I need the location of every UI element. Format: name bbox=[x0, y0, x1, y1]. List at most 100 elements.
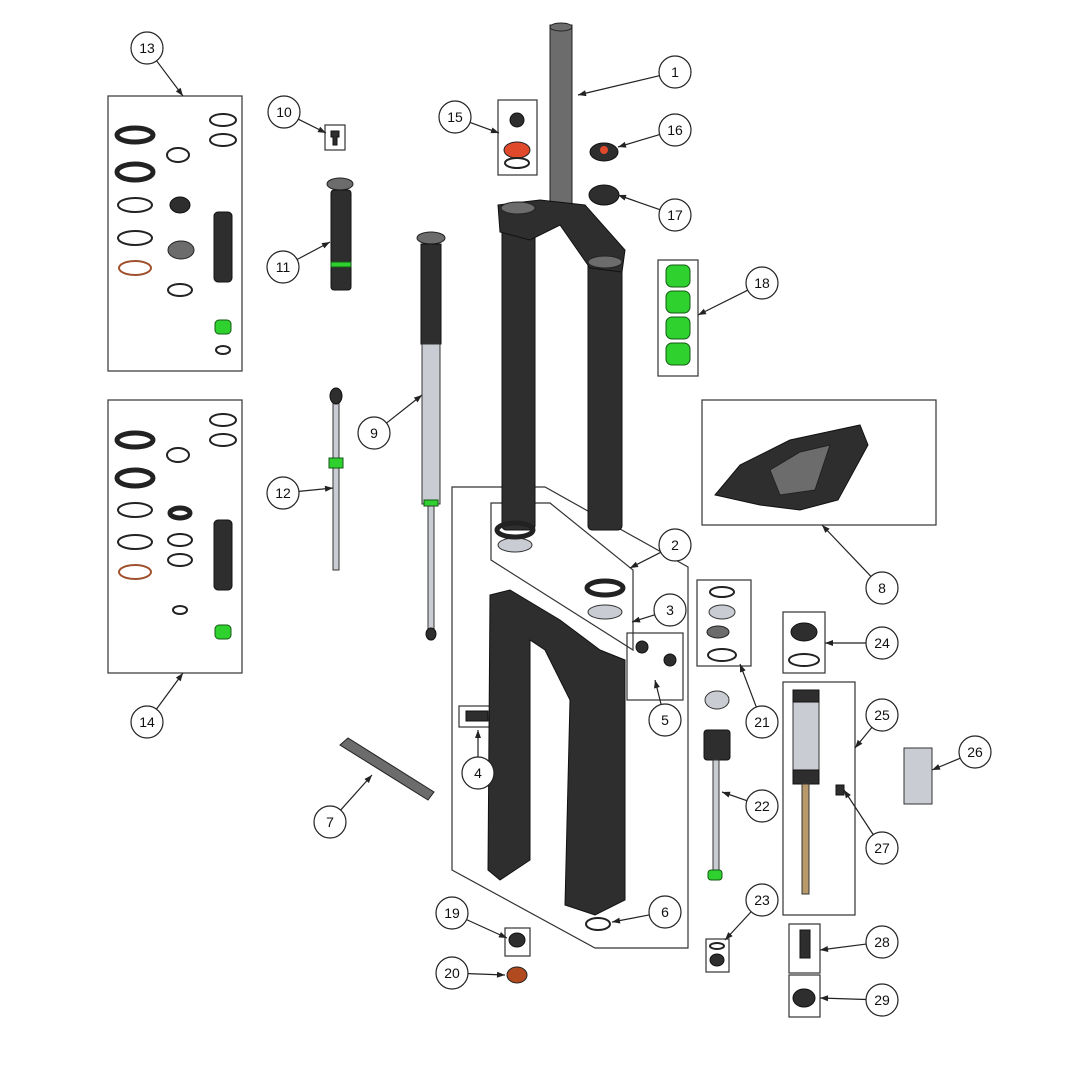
callout-circle bbox=[130, 705, 164, 739]
arrowhead-icon bbox=[413, 395, 422, 403]
box-10 bbox=[324, 124, 346, 151]
box-24 bbox=[782, 611, 826, 674]
leader-lines bbox=[155, 60, 961, 1002]
callout-circle bbox=[745, 789, 779, 823]
callout-23: 23 bbox=[745, 883, 779, 917]
box-25 bbox=[782, 681, 856, 916]
callout-5: 5 bbox=[648, 703, 682, 737]
callout-6: 6 bbox=[648, 895, 682, 929]
callout-label: 26 bbox=[967, 744, 983, 760]
callout-label: 7 bbox=[326, 814, 334, 830]
part-8-fender bbox=[714, 424, 869, 511]
box-29 bbox=[788, 974, 821, 1018]
callout-label: 8 bbox=[878, 580, 886, 596]
part-11-damper-cartridge bbox=[326, 177, 354, 291]
callout-circle bbox=[958, 735, 992, 769]
part-16-adjuster-knob bbox=[589, 142, 619, 162]
box-2-lower-legs bbox=[451, 486, 689, 949]
callout-circle bbox=[865, 831, 899, 865]
part-17-cap bbox=[588, 184, 620, 206]
leader-line-8 bbox=[821, 524, 872, 577]
callout-label: 11 bbox=[276, 259, 291, 275]
callout-label: 22 bbox=[754, 798, 770, 814]
callout-circle bbox=[438, 100, 472, 134]
callout-15: 15 bbox=[438, 100, 472, 134]
callout-label: 20 bbox=[444, 965, 460, 981]
arrowhead-icon bbox=[618, 141, 627, 148]
arrowhead-icon bbox=[630, 561, 639, 568]
part-1-steerer-crown-stanchions bbox=[497, 22, 626, 531]
callout-circle bbox=[435, 956, 469, 990]
box-15 bbox=[497, 99, 538, 176]
callout-circle bbox=[865, 571, 899, 605]
callout-27: 27 bbox=[865, 831, 899, 865]
callout-circle bbox=[865, 925, 899, 959]
part-10-screw bbox=[330, 130, 340, 146]
arrowhead-icon bbox=[822, 525, 830, 533]
callout-1: 1 bbox=[658, 55, 692, 89]
callout-label: 19 bbox=[444, 905, 460, 921]
callout-25: 25 bbox=[865, 698, 899, 732]
callout-24: 24 bbox=[865, 626, 899, 660]
callout-circle bbox=[653, 593, 687, 627]
arrowhead-icon bbox=[740, 664, 746, 673]
callout-circle bbox=[357, 416, 391, 450]
callout-12: 12 bbox=[266, 476, 300, 510]
box-19 bbox=[504, 927, 531, 957]
arrowhead-icon bbox=[844, 790, 851, 799]
arrowhead-icon bbox=[498, 931, 507, 938]
callout-11: 11 bbox=[266, 250, 300, 284]
arrowhead-icon bbox=[475, 730, 481, 738]
arrowhead-icon bbox=[175, 673, 183, 682]
callout-circle bbox=[130, 31, 164, 65]
box-21 bbox=[696, 579, 752, 667]
box-5 bbox=[626, 632, 684, 701]
leader-line-27 bbox=[843, 789, 874, 835]
callout-18: 18 bbox=[745, 266, 779, 300]
callout-26: 26 bbox=[958, 735, 992, 769]
callout-circle bbox=[435, 896, 469, 930]
arrowhead-icon bbox=[618, 194, 627, 201]
arrowhead-icon bbox=[654, 680, 660, 689]
arrowhead-icon bbox=[820, 946, 829, 952]
callout-label: 18 bbox=[754, 275, 770, 291]
callout-circle bbox=[648, 895, 682, 929]
arrowhead-icon bbox=[855, 739, 863, 748]
callout-21: 21 bbox=[745, 705, 779, 739]
arrowhead-icon bbox=[825, 640, 833, 646]
leader-line-1 bbox=[577, 75, 660, 96]
leader-line-18 bbox=[697, 289, 748, 316]
callout-circle bbox=[658, 55, 692, 89]
callout-20: 20 bbox=[435, 956, 469, 990]
arrowhead-icon bbox=[612, 917, 621, 924]
callout-label: 1 bbox=[671, 64, 679, 80]
callout-label: 16 bbox=[667, 122, 683, 138]
callout-label: 3 bbox=[666, 602, 674, 618]
arrowhead-icon bbox=[317, 126, 326, 133]
box-13 bbox=[107, 95, 243, 372]
box-23 bbox=[705, 938, 730, 973]
arrowhead-icon bbox=[496, 971, 505, 978]
callout-7: 7 bbox=[313, 805, 347, 839]
callout-28: 28 bbox=[865, 925, 899, 959]
callout-circle bbox=[745, 266, 779, 300]
arrowhead-icon bbox=[698, 308, 707, 315]
part-15-top-cap bbox=[503, 112, 531, 169]
part-14-seal-kit bbox=[114, 413, 237, 640]
part-9-air-spring bbox=[416, 231, 446, 641]
part-24-28-shock-parts bbox=[788, 622, 933, 1008]
callout-8: 8 bbox=[865, 571, 899, 605]
arrowhead-icon bbox=[578, 90, 587, 97]
arrowhead-icon bbox=[632, 616, 641, 623]
callout-label: 15 bbox=[447, 109, 463, 125]
callout-circle bbox=[658, 113, 692, 147]
callout-circle bbox=[313, 805, 347, 839]
callout-label: 5 bbox=[661, 712, 669, 728]
callout-circle bbox=[267, 95, 301, 129]
callout-label: 25 bbox=[874, 707, 890, 723]
part-2-lower-legs bbox=[465, 520, 677, 931]
arrowhead-icon bbox=[490, 127, 499, 134]
callout-label: 29 bbox=[874, 992, 890, 1008]
